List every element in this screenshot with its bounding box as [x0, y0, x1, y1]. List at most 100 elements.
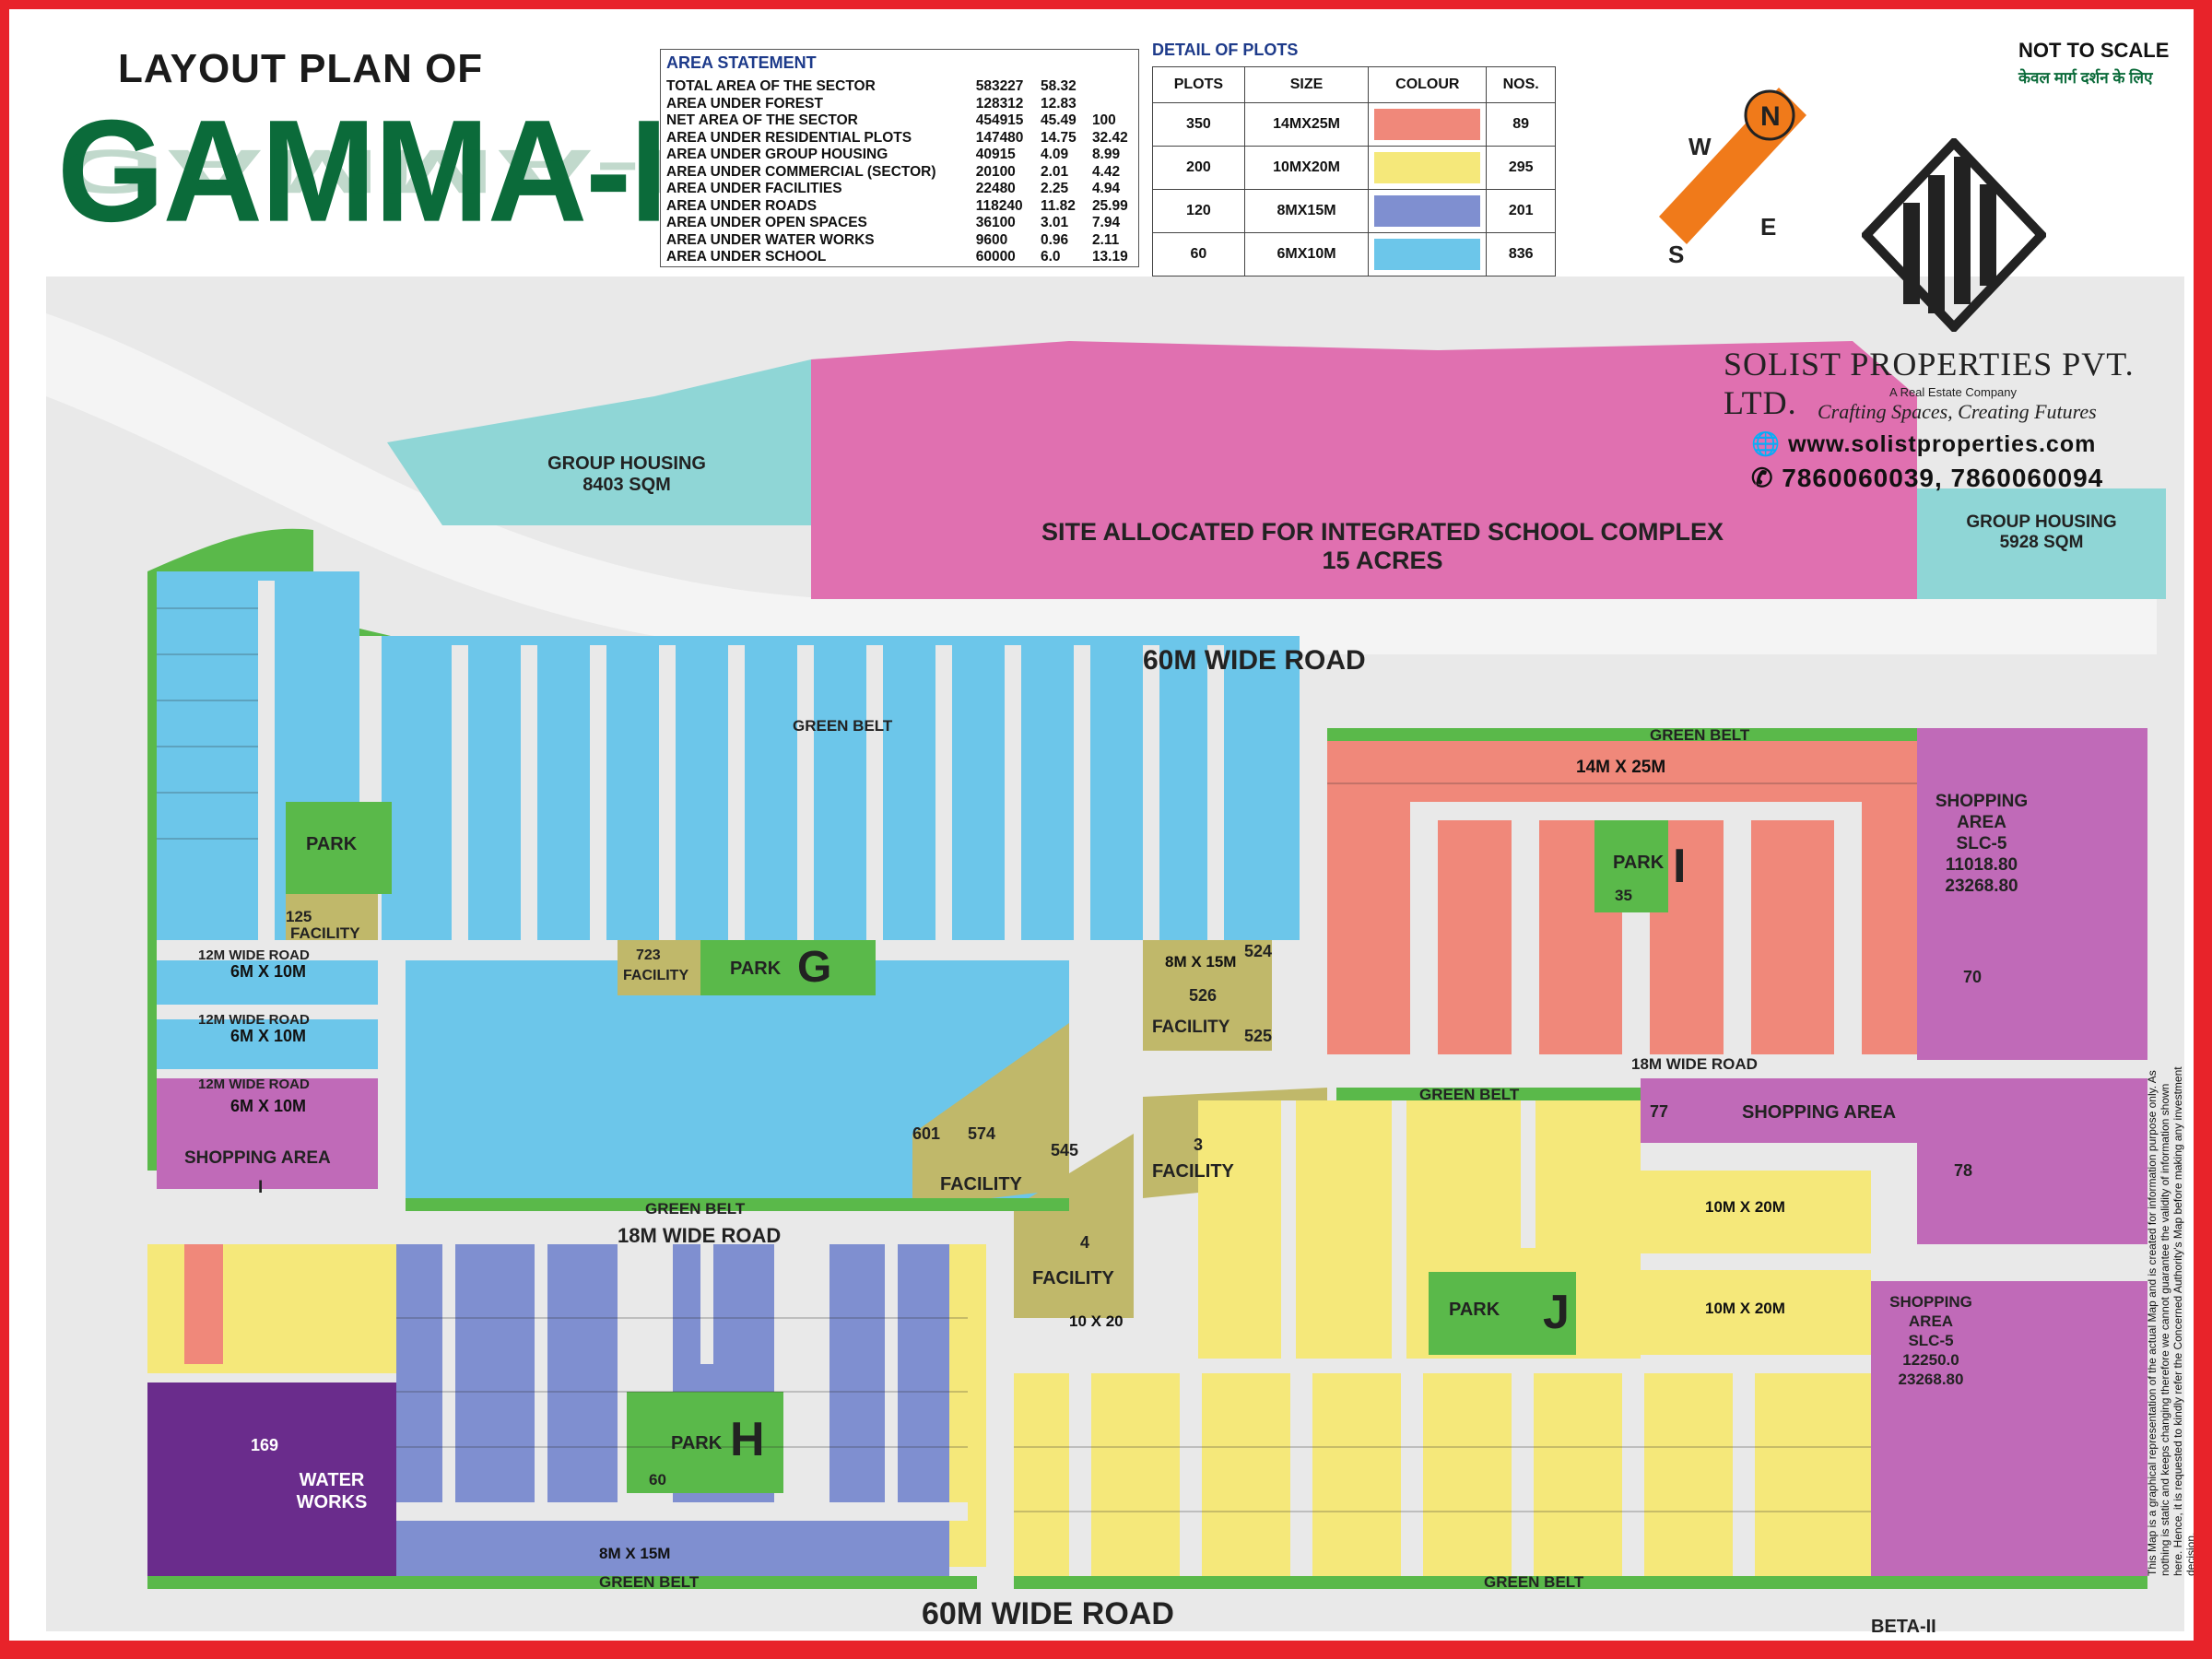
park-h-label: PARK [671, 1433, 723, 1453]
park-j-letter: J [1543, 1286, 1570, 1339]
green-belt-se-label: GREEN BELT [1484, 1573, 1584, 1591]
shopping-77-num: 77 [1650, 1102, 1669, 1121]
green-belt-j-label: GREEN BELT [1419, 1086, 1520, 1103]
park-g-label: PARK [730, 959, 782, 979]
facility-3-label: FACILITY [1152, 1161, 1234, 1182]
park-i-label: PARK [1613, 853, 1665, 873]
plots-8x15-bottom[interactable] [396, 1521, 949, 1576]
compass-e: E [1760, 213, 1776, 241]
highway-strip [46, 313, 2157, 654]
road-12m-label: 12M WIDE ROAD [198, 947, 310, 963]
size-label: 10M X 20M [1705, 1300, 1785, 1317]
green-belt-sw-label: GREEN BELT [599, 1573, 700, 1591]
size-label: 8M X 15M [1165, 953, 1237, 971]
compass-w: W [1688, 133, 1712, 160]
detail-of-plots-heading: DETAIL OF PLOTS [1152, 41, 1299, 59]
area-statement-heading: AREA STATEMENT [666, 53, 817, 72]
not-to-scale: NOT TO SCALE [2018, 39, 2170, 62]
park-j-label: PARK [1449, 1300, 1500, 1320]
school-complex[interactable] [811, 341, 1917, 599]
shopping-area-78[interactable] [1917, 1078, 2147, 1244]
brand-tagline: Crafting Spaces, Creating Futures [1818, 400, 2097, 423]
green-belt-top-label: GREEN BELT [793, 717, 893, 735]
brand-website[interactable]: 🌐 www.solistproperties.com [1751, 431, 2097, 457]
facility-4[interactable] [1014, 1134, 1134, 1318]
road-18m-label: 18M WIDE ROAD [618, 1224, 782, 1247]
water-works[interactable] [147, 1382, 396, 1576]
facility-125[interactable] [286, 894, 378, 940]
facility-723[interactable] [618, 940, 700, 995]
shopping-70-num: 70 [1963, 968, 1983, 986]
shopping-slc-top[interactable] [1917, 728, 2147, 1060]
shopping-area-1-label: SHOPPING AREA [184, 1148, 331, 1168]
colour-swatch [1374, 239, 1481, 270]
map-frame: N W E S LAYOUT PLAN OF GAMMA-II GAMMA-II… [9, 9, 2194, 1641]
road-12m-label-2: 12M WIDE ROAD [198, 1012, 310, 1028]
facility-574-label: FACILITY [940, 1174, 1022, 1194]
park-i-letter: I [1673, 840, 1687, 893]
compass: N W E S [1659, 88, 1806, 267]
group-housing-left[interactable] [387, 359, 811, 525]
shopping-78-num: 78 [1954, 1161, 1973, 1180]
colour-swatch [1374, 109, 1481, 140]
school-label: SITE ALLOCATED FOR INTEGRATED SCHOOL COM… [1041, 518, 1724, 574]
park-h-num: 60 [649, 1471, 666, 1488]
park-nw[interactable] [286, 802, 392, 894]
plot-grid [157, 607, 1917, 1512]
disclaimer: This Map is a graphical representation o… [2146, 1066, 2194, 1576]
green-belt-j [1336, 1088, 1641, 1100]
plots-14x25-sw[interactable] [184, 1244, 223, 1364]
facility-526[interactable] [1143, 940, 1272, 1051]
brand-phones[interactable]: ✆ 7860060039, 7860060094 [1751, 464, 2104, 492]
facility-723-num: 723 [636, 947, 661, 963]
shopping-area-77[interactable] [1641, 1078, 1917, 1143]
colour-swatch [1374, 152, 1481, 183]
phone-icon: ✆ [1751, 464, 1783, 492]
hindi-note: केवल मार्ग दर्शन के लिए [2018, 69, 2153, 87]
group-housing-right[interactable] [1917, 488, 2166, 599]
park-h[interactable] [627, 1392, 783, 1493]
facility-574[interactable] [912, 1023, 1069, 1207]
park-i-num: 35 [1615, 887, 1632, 904]
beta-ii-label: BETA-II [1871, 1617, 1936, 1637]
title-line2: GAMMA-II [57, 88, 705, 253]
size-label: 6M X 10M [230, 1097, 307, 1115]
plots-168-right[interactable] [240, 1244, 396, 1373]
water-works-num: 169 [251, 1436, 279, 1454]
park-h-letter: H [730, 1413, 765, 1466]
facility-723-label: FACILITY [623, 968, 689, 983]
company-logo [1862, 138, 2046, 332]
park-j[interactable] [1429, 1272, 1576, 1355]
plots-10x20-south[interactable] [1014, 1373, 1871, 1576]
title-line1: LAYOUT PLAN OF [118, 46, 484, 91]
park-nw-label: PARK [306, 834, 358, 854]
size-label: 6M X 10M [230, 962, 307, 981]
green-belt-mid-label: GREEN BELT [645, 1200, 746, 1218]
green-belt-south-left [147, 1576, 977, 1589]
brand-subtitle: A Real Estate Company [1889, 385, 2018, 399]
colour-swatch [1374, 195, 1481, 227]
compass-n: N [1760, 101, 1781, 132]
road-60m-top: 60M WIDE ROAD [1143, 645, 1366, 676]
park-i[interactable] [1594, 820, 1668, 912]
shopping-slc-bottom[interactable] [1871, 1281, 2147, 1576]
plots-6x10-north[interactable] [378, 636, 1300, 940]
shopping-77-label: SHOPPING AREA [1742, 1102, 1897, 1123]
facility-125-num: 125 [286, 908, 312, 925]
shopping-area-1[interactable] [157, 1078, 378, 1189]
size-label: 10M X 20M [1705, 1198, 1785, 1216]
